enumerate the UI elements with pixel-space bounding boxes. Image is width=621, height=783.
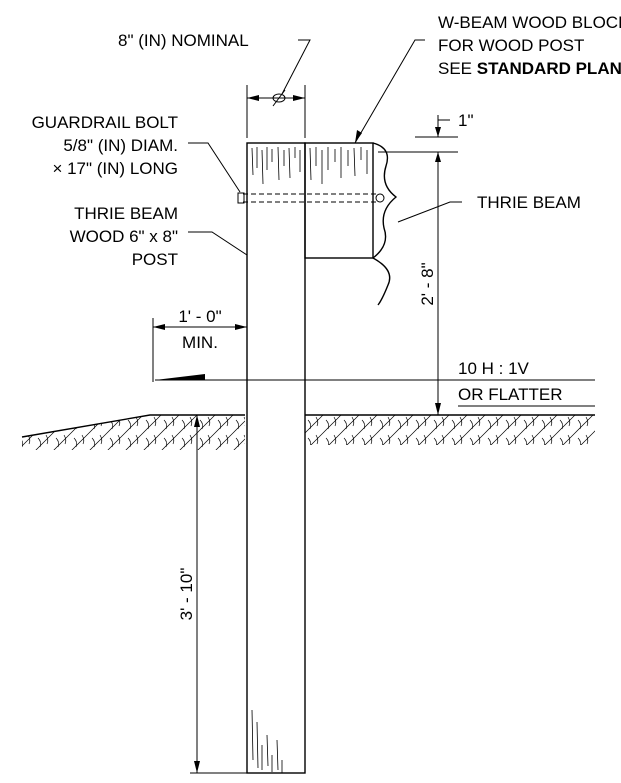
wood-post <box>246 142 306 774</box>
embedment-label: 3' - 10" <box>177 568 196 621</box>
guardrail-bolt <box>237 192 385 204</box>
ground-right <box>305 414 595 445</box>
blockout-label-line2: FOR WOOD POST <box>438 36 584 55</box>
one-inch-label: 1" <box>458 111 474 130</box>
slope-label-line2: OR FLATTER <box>458 385 563 404</box>
post-label-line3: POST <box>132 250 178 269</box>
thrie-beam-label: THRIE BEAM <box>477 193 581 212</box>
height-label: 2' - 8" <box>418 262 437 305</box>
nominal-dimension <box>246 39 311 138</box>
thrie-beam-profile <box>371 142 398 306</box>
post-label-line2: WOOD 6" x 8" <box>70 227 178 246</box>
blockout-leader <box>354 39 425 144</box>
one-inch-dimension <box>378 115 458 170</box>
post-label-line1: THRIE BEAM <box>74 204 178 223</box>
offset-value-label: 1' - 0" <box>178 307 221 326</box>
bolt-label-line2: 5/8" (IN) DIAM. <box>63 136 178 155</box>
slope-label-line1: 10 H : 1V <box>458 359 530 378</box>
bolt-label-line1: GUARDRAIL BOLT <box>32 113 178 132</box>
offset-dimension <box>152 318 247 382</box>
offset-min-label: MIN. <box>182 333 218 352</box>
height-dimension <box>435 152 441 415</box>
post-leader <box>188 231 248 256</box>
blockout-label-line3: SEE STANDARD PLAN <box>438 59 621 78</box>
nominal-label: 8" (IN) NOMINAL <box>118 31 249 50</box>
thrie-beam-leader <box>397 201 462 223</box>
embedment-dimension <box>190 415 247 774</box>
blockout <box>304 142 374 259</box>
bolt-leader <box>188 142 241 193</box>
blockout-label-line1: W-BEAM WOOD BLOCKOUT <box>438 13 621 32</box>
slope-arrow <box>155 374 595 407</box>
ground-left <box>21 414 245 450</box>
bolt-label-line3: × 17" (IN) LONG <box>52 159 178 178</box>
